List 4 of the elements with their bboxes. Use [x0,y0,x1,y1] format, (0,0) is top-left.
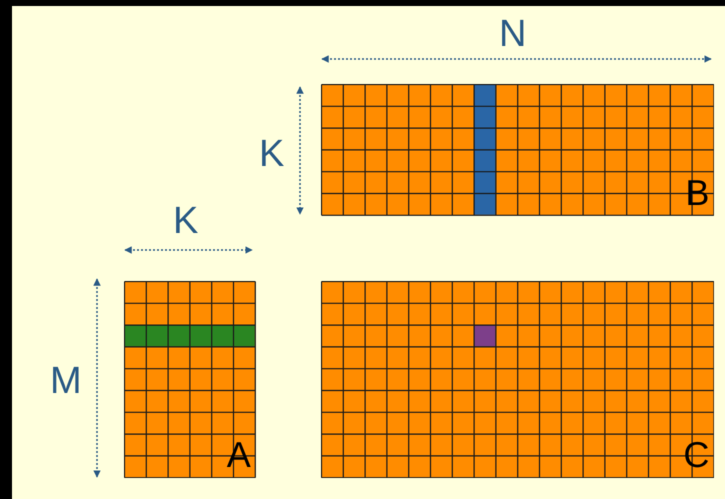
dimension-label: K [259,135,284,173]
dimension-label: K [173,202,198,240]
dimension-label: M [50,362,82,400]
dimension-label: N [499,15,526,53]
